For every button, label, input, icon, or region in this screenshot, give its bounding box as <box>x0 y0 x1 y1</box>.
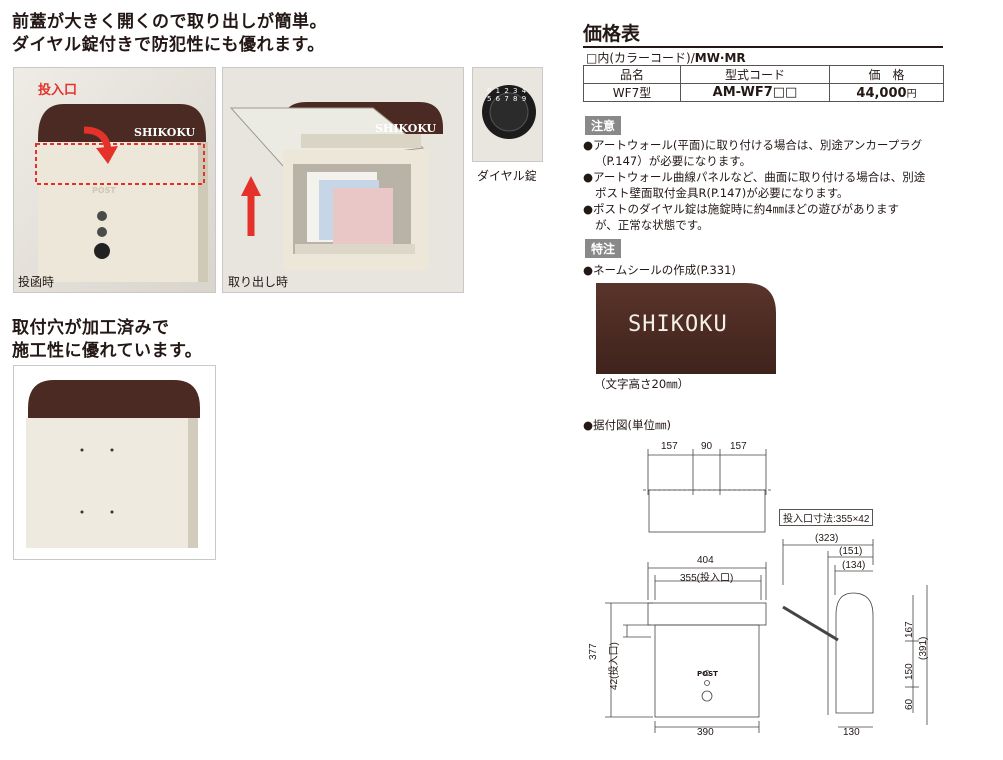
price-title-rule <box>583 46 943 48</box>
notes-list: ●アートウォール(平面)に取り付ける場合は、別途アンカープラグ （P.147）が… <box>583 137 925 233</box>
color-code-note: □内(カラーコード)/MW·MR <box>586 49 746 66</box>
feature-heading-2: 取付穴が加工済みで 施工性に優れています。 <box>12 317 202 363</box>
price-value: 44,000 <box>856 85 907 101</box>
cell-name: WF7型 <box>583 83 681 102</box>
notes-tag: 注意 <box>585 116 622 135</box>
header-price: 価 格 <box>829 65 944 84</box>
header-code: 型式コード <box>680 65 830 84</box>
right-dim-167: 167 <box>904 621 915 638</box>
name-seal-text: SHIKOKU <box>628 312 728 337</box>
post-closed-illustration <box>14 68 215 292</box>
right-dim-60: 60 <box>904 698 915 710</box>
slot-width-dim: 355(投入口) <box>680 573 734 584</box>
price-unit: 円 <box>906 88 917 100</box>
color-codes: MW·MR <box>694 51 746 65</box>
note-line: が、正常な状態です。 <box>595 218 709 232</box>
post-open-illustration <box>223 68 463 292</box>
note-line: ●ポストのダイヤル錠は施錠時に約4㎜ほどの遊びがあります <box>583 202 900 216</box>
right-dim-150: 150 <box>904 663 915 680</box>
photo-posting-caption: 投函時 <box>18 275 55 289</box>
side-dim-151: (151) <box>839 546 863 557</box>
dial-lock-icon <box>482 85 536 139</box>
right-dim-391: (391) <box>918 636 929 660</box>
top-dim-right: 157 <box>730 441 747 452</box>
note-line: ●アートウォール曲線パネルなど、曲面に取り付ける場合は、別途 <box>583 170 926 184</box>
note-line: ポスト壁面取付金具R(P.147)が必要になります。 <box>595 186 849 200</box>
height-dim: 377 <box>588 643 599 660</box>
dial-digits: 0 1 2 3 4 5 6 7 8 9 <box>487 87 528 103</box>
feature-heading-1-line2: ダイヤル錠付きで防犯性にも優れます。 <box>12 35 325 55</box>
installation-drawing <box>605 449 928 733</box>
table-row: WF7型 AM-WF7□□ 44,000円 <box>583 83 944 102</box>
dial-lock-caption: ダイヤル錠 <box>477 169 537 183</box>
slot-size-note: 投入口寸法:355×42 <box>779 509 874 526</box>
feature-heading-1: 前蓋が大きく開くので取り出しが簡単。 ダイヤル錠付きで防犯性にも優れます。 <box>12 11 327 57</box>
front-width-dim: 404 <box>697 555 714 566</box>
side-bottom-dim: 130 <box>843 727 860 738</box>
feature-heading-1-line1: 前蓋が大きく開くので取り出しが簡単。 <box>12 12 327 32</box>
side-dim-323: (323) <box>815 533 839 544</box>
special-order-item: ●ネームシールの作成(P.331) <box>583 263 736 277</box>
name-seal-plate <box>596 283 776 374</box>
photo-dial-lock: 0 1 2 3 4 5 6 7 8 9 <box>472 67 543 162</box>
top-dim-left: 157 <box>661 441 678 452</box>
slot-height-dim: 42(投入口) <box>609 642 620 690</box>
post-back-illustration <box>26 380 200 548</box>
drawing-post-label: POST <box>697 670 718 678</box>
price-table-title: 価格表 <box>583 23 641 45</box>
top-dim-center: 90 <box>701 441 713 452</box>
cell-code: AM-WF7□□ <box>680 83 830 102</box>
photo-retrieval: SHIKOKU 取り出し時 <box>222 67 464 293</box>
brand-plate-text: SHIKOKU <box>375 122 437 135</box>
note-line: ●アートウォール(平面)に取り付ける場合は、別途アンカープラグ <box>583 138 923 152</box>
color-code-prefix: □内(カラーコード)/ <box>586 51 695 65</box>
name-seal-caption: （文字高さ20㎜） <box>594 377 690 391</box>
note-line: （P.147）が必要になります。 <box>595 154 752 168</box>
side-dim-134: (134) <box>842 560 866 571</box>
photo-retrieval-caption: 取り出し時 <box>228 275 289 289</box>
feature-heading-2-line1: 取付穴が加工済みで <box>12 318 170 338</box>
photo-mounting-holes <box>13 365 216 560</box>
slot-label: 投入口 <box>38 83 78 98</box>
special-order-tag: 特注 <box>585 239 622 258</box>
post-emboss-text: POST <box>92 186 116 195</box>
brand-plate-text: SHIKOKU <box>134 126 196 139</box>
bottom-width-dim: 390 <box>697 727 714 738</box>
price-table-header: 品名 型式コード 価 格 <box>583 65 944 84</box>
cell-price: 44,000円 <box>829 83 944 102</box>
feature-heading-2-line2: 施工性に優れています。 <box>12 341 203 361</box>
drawing-title: ●据付図(単位㎜) <box>583 418 672 432</box>
price-table: 品名 型式コード 価 格 WF7型 AM-WF7□□ 44,000円 <box>583 65 944 102</box>
header-name: 品名 <box>583 65 681 84</box>
name-seal-sample: SHIKOKU <box>596 283 776 374</box>
photo-posting: 投入口 SHIKOKU POST 投函時 <box>13 67 216 293</box>
